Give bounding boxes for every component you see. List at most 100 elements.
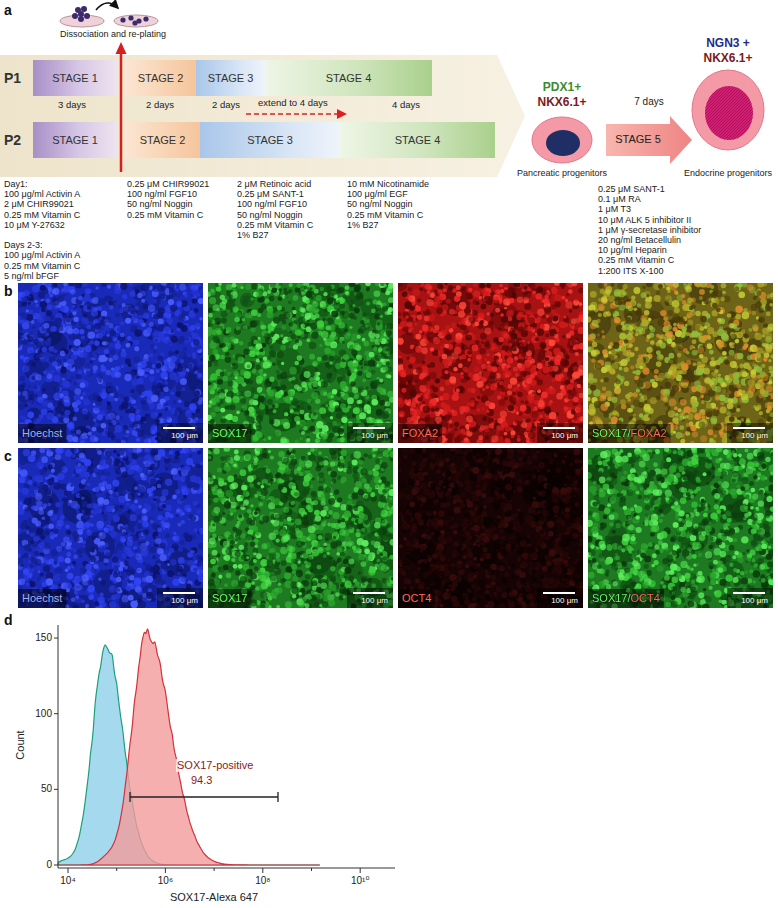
stained-cell	[107, 387, 112, 392]
stained-cell	[113, 300, 116, 303]
stained-cell	[24, 403, 28, 407]
stained-cell	[81, 335, 85, 339]
stained-cell	[89, 340, 94, 345]
stained-cell	[83, 313, 87, 317]
stained-cell	[164, 402, 168, 406]
stained-cell	[141, 362, 147, 368]
y-tick	[54, 713, 58, 714]
stained-cell	[124, 374, 131, 381]
stained-cell	[105, 416, 110, 421]
stained-cell	[149, 376, 155, 382]
stained-cell	[235, 376, 238, 379]
stained-cell	[21, 296, 27, 302]
stained-cell	[208, 360, 212, 367]
stained-cell	[74, 388, 81, 395]
stained-cell	[115, 343, 121, 349]
stained-cell	[54, 354, 58, 358]
stained-cell	[46, 310, 52, 316]
stained-cell	[131, 316, 136, 321]
stained-cell	[334, 355, 340, 361]
stained-cell	[387, 391, 393, 398]
stained-cell	[258, 369, 263, 374]
stained-cell	[194, 370, 198, 374]
stained-cell	[117, 327, 122, 332]
stained-cell	[37, 397, 43, 403]
stained-cell	[55, 317, 62, 324]
stained-cell	[39, 353, 45, 359]
stained-cell	[258, 339, 262, 343]
stained-cell	[74, 339, 81, 346]
stained-cell	[156, 363, 162, 369]
stained-cell	[158, 318, 164, 324]
stained-cell	[135, 415, 141, 421]
stained-cell	[371, 399, 378, 406]
stained-cell	[164, 312, 169, 317]
stained-cell	[380, 315, 383, 318]
stained-cell	[375, 334, 380, 339]
stained-cell	[328, 405, 335, 412]
stained-cell	[82, 392, 86, 396]
stained-cell	[187, 363, 193, 369]
stained-cell	[33, 385, 37, 389]
stained-cell	[306, 338, 310, 342]
stained-cell	[217, 379, 223, 385]
stained-cell	[154, 289, 157, 292]
stained-cell	[329, 373, 332, 376]
stained-cell	[156, 369, 160, 373]
stained-cell	[109, 342, 114, 347]
stained-cell	[49, 294, 53, 298]
stained-cell	[317, 372, 321, 376]
stained-cell	[352, 414, 356, 418]
stained-cell	[94, 405, 100, 411]
stained-cell	[64, 349, 68, 353]
stained-cell	[198, 298, 203, 304]
stained-cell	[230, 373, 234, 377]
stained-cell	[337, 438, 341, 442]
stage-label: STAGE 2	[138, 72, 184, 84]
stained-cell	[354, 286, 359, 291]
stained-cell	[290, 409, 294, 413]
stained-cell	[175, 391, 181, 397]
stained-cell	[114, 398, 118, 402]
stained-cell	[295, 439, 299, 443]
stained-cell	[93, 365, 98, 370]
stained-cell	[299, 437, 303, 441]
stained-cell	[36, 364, 40, 368]
stained-cell	[164, 381, 168, 385]
stained-cell	[57, 393, 63, 399]
sox17-histogram	[58, 629, 320, 865]
stained-cell	[225, 389, 229, 393]
stained-cell	[353, 316, 357, 320]
stained-cell	[139, 319, 145, 325]
stained-cell	[283, 408, 290, 415]
stained-cell	[256, 425, 262, 431]
stage-band: STAGE 4	[340, 122, 495, 158]
stained-cell	[272, 404, 275, 407]
stained-cell	[124, 397, 130, 403]
stained-cell	[385, 401, 391, 407]
stained-cell	[301, 308, 306, 313]
stained-cell	[133, 340, 139, 346]
marker-label: NKX6.1+	[537, 95, 586, 109]
stained-cell	[173, 412, 177, 416]
stained-cell	[348, 405, 351, 408]
stained-cell	[123, 295, 127, 299]
stained-cell	[91, 427, 96, 432]
stained-cell	[214, 283, 218, 287]
stained-cell	[104, 295, 110, 301]
stained-cell	[210, 419, 215, 424]
stained-cell	[289, 367, 297, 375]
stained-cell	[267, 290, 271, 294]
stain-label: Hoechst	[22, 427, 62, 440]
stained-cell	[102, 382, 106, 386]
stained-cell	[276, 338, 282, 344]
stained-cell	[168, 299, 174, 305]
stained-cell	[328, 324, 335, 331]
stained-cell	[315, 314, 320, 319]
stained-cell	[329, 433, 334, 438]
stained-cell	[208, 307, 212, 312]
stained-cell	[54, 305, 58, 309]
row-label: P2	[4, 132, 21, 148]
stained-cell	[113, 355, 118, 360]
stained-cell	[80, 344, 84, 348]
